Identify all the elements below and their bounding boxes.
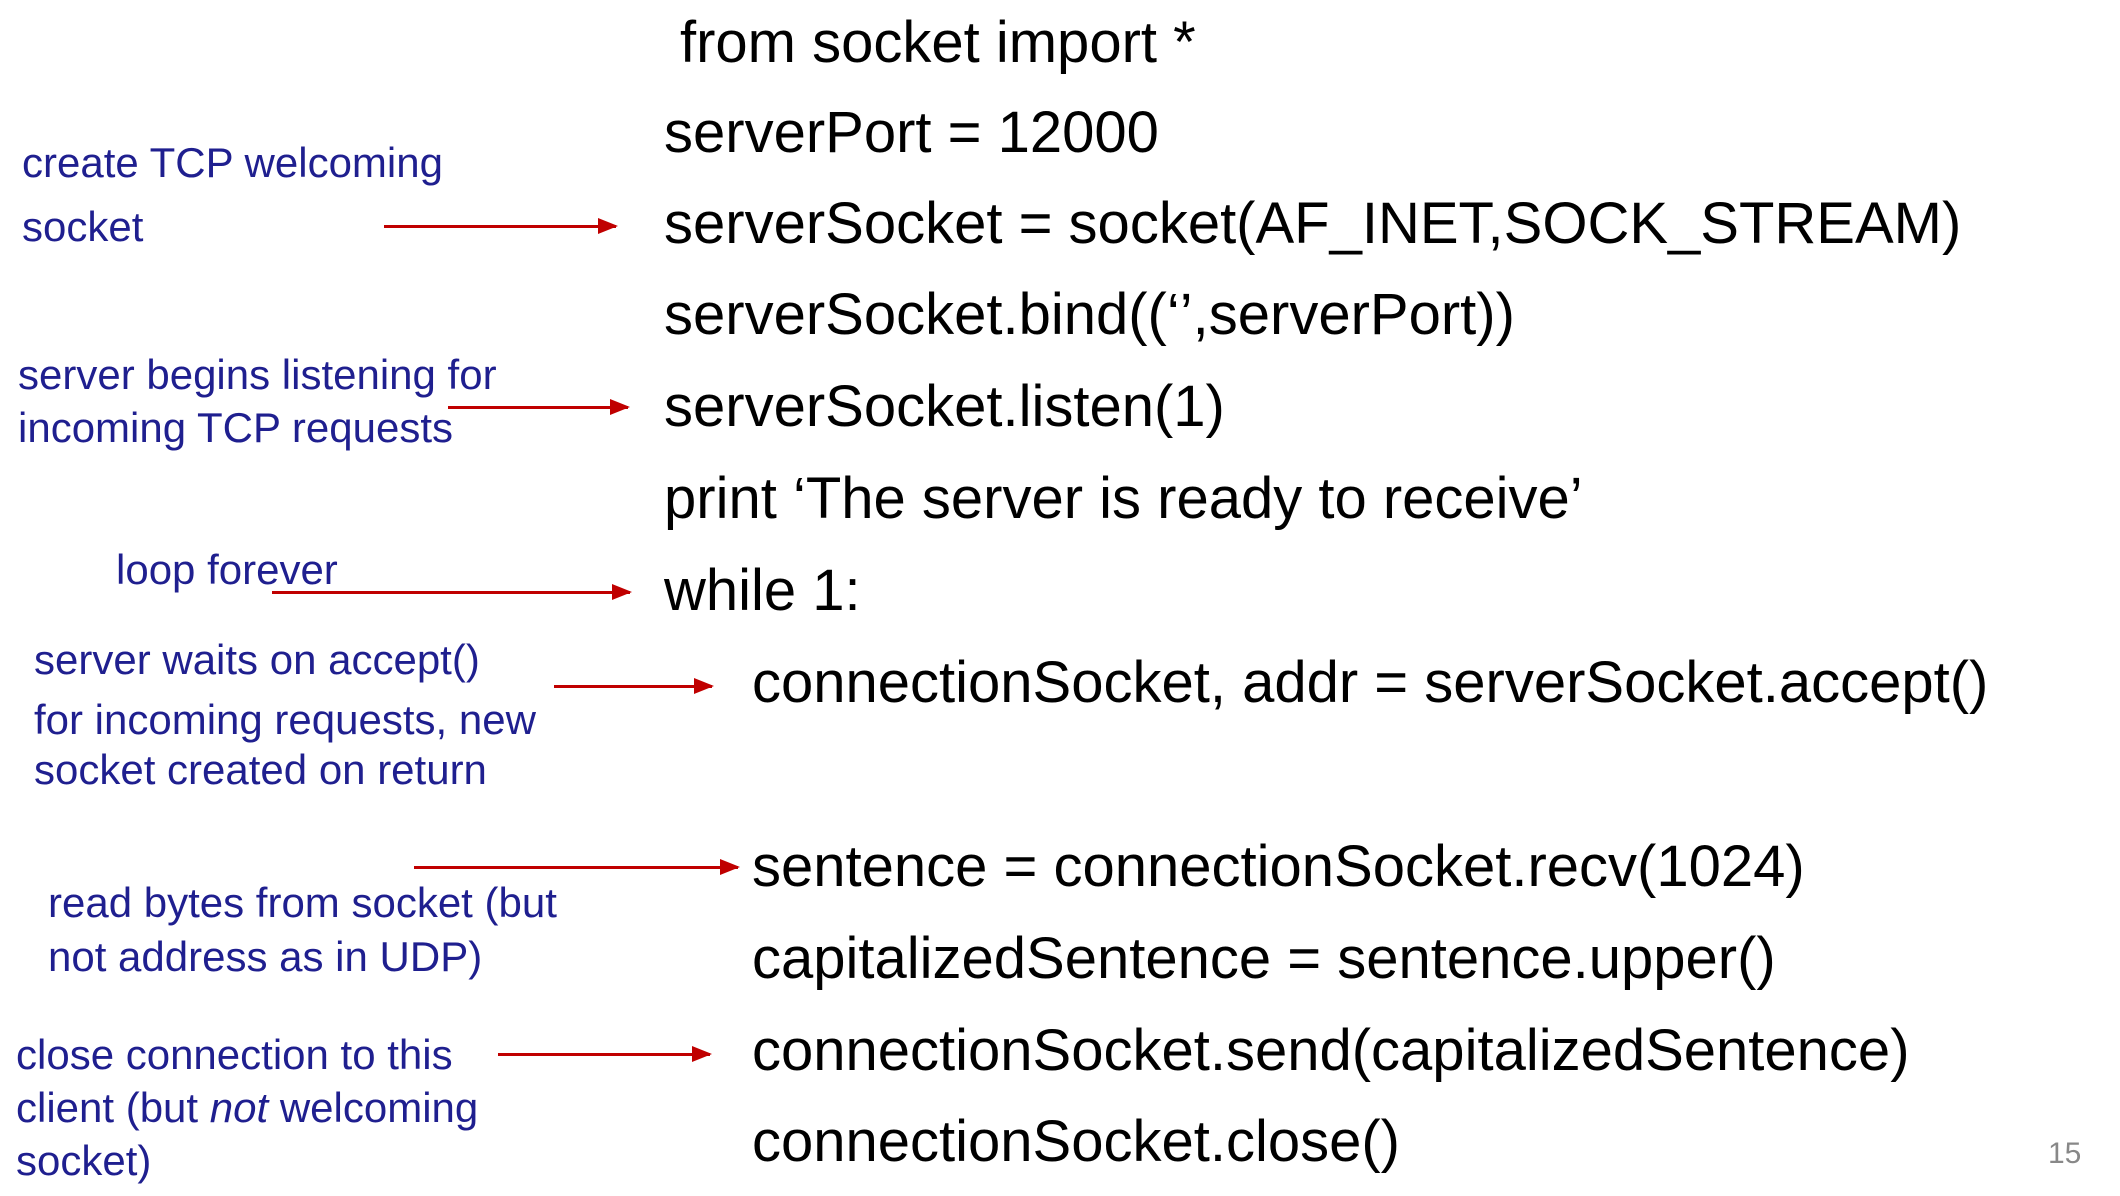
note-line: close connection to this (16, 1031, 453, 1078)
note-line: loop forever (116, 546, 338, 593)
code-line-import: from socket import * (680, 10, 1196, 75)
code-line-listen: serverSocket.listen(1) (664, 374, 1225, 439)
code-line-close: connectionSocket.close() (752, 1109, 1400, 1174)
note-line: incoming TCP requests (18, 404, 453, 451)
note-line: create TCP welcoming (22, 139, 443, 186)
note-emphasis: not (209, 1084, 269, 1131)
note-listen: server begins listening for incoming TCP… (18, 348, 497, 454)
arrow-accept (554, 678, 714, 694)
code-line-bind: serverSocket.bind((‘’,serverPort)) (664, 282, 1515, 347)
arrow-close (498, 1046, 712, 1062)
note-recv: read bytes from socket (but not address … (48, 876, 557, 984)
code-line-server-socket: serverSocket = socket(AF_INET,SOCK_STREA… (664, 191, 1962, 256)
code-line-accept: connectionSocket, addr = serverSocket.ac… (752, 650, 1989, 715)
code-line-while: while 1: (664, 558, 861, 623)
note-line: socket created on return (34, 746, 487, 793)
note-loop: loop forever (116, 544, 338, 597)
arrow-loop (272, 584, 632, 600)
note-line: read bytes from socket (but (48, 879, 557, 926)
code-line-print: print ‘The server is ready to receive’ (664, 466, 1583, 531)
note-line: socket) (16, 1137, 152, 1184)
page-number: 15 (2048, 1137, 2082, 1170)
arrow-listen (448, 399, 630, 415)
note-line: not address as in UDP) (48, 933, 483, 980)
code-line-send: connectionSocket.send(capitalizedSentenc… (752, 1018, 1910, 1083)
note-close: close connection to this client (but not… (16, 1028, 478, 1187)
note-text: client (but (16, 1084, 210, 1131)
note-accept: server waits on accept() for incoming re… (34, 633, 536, 795)
note-text: welcoming (268, 1084, 479, 1131)
note-line: for incoming requests, new (34, 696, 536, 743)
note-line: socket (22, 203, 144, 250)
arrow-recv (414, 859, 740, 875)
note-line: server begins listening for (18, 351, 497, 398)
arrow-welcoming-socket (384, 218, 618, 234)
note-welcoming-socket: create TCP welcoming socket (22, 131, 443, 259)
code-line-server-port: serverPort = 12000 (664, 100, 1159, 165)
code-line-upper: capitalizedSentence = sentence.upper() (752, 926, 1776, 991)
note-line: server waits on accept() (34, 636, 480, 683)
note-line: client (but not welcoming (16, 1081, 478, 1134)
code-line-recv: sentence = connectionSocket.recv(1024) (752, 834, 1805, 899)
